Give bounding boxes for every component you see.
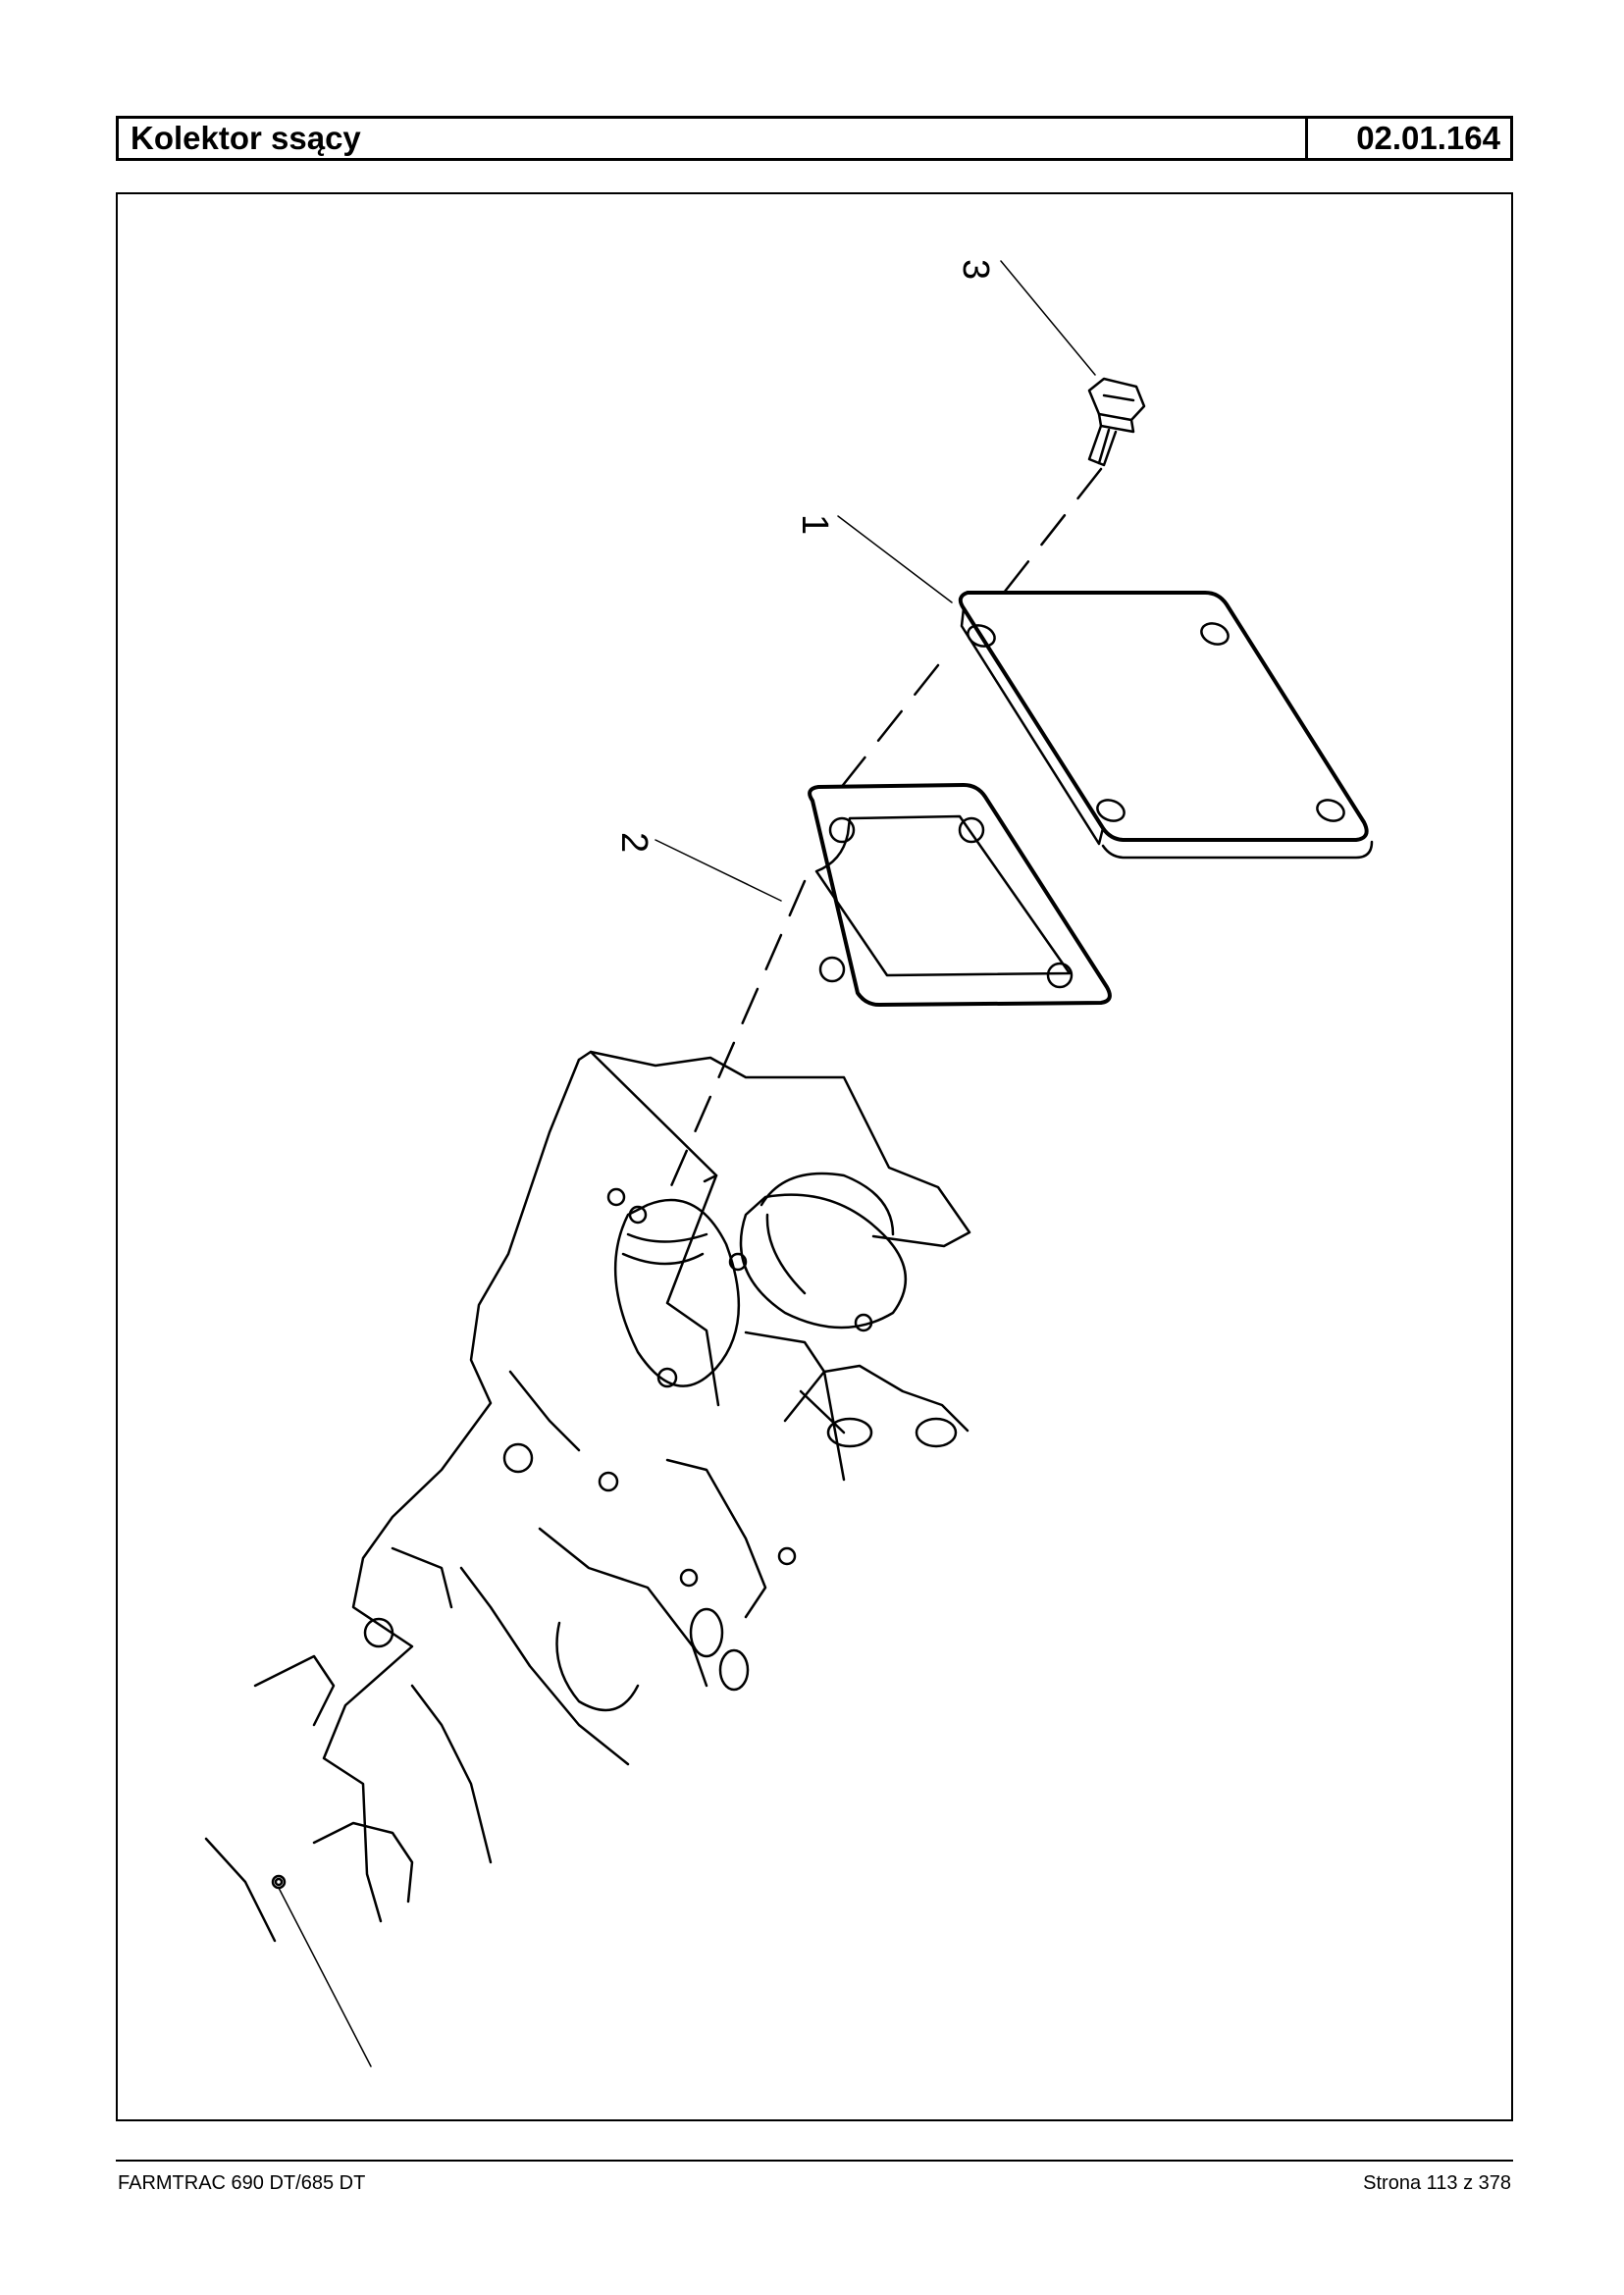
footer-page-number: Strona 113 z 378: [1363, 2172, 1511, 2194]
assembly-centerline: [665, 467, 1103, 1197]
leader-lines: [278, 260, 1096, 2067]
section-title: Kolektor ssący: [119, 119, 1308, 158]
section-code: 02.01.164: [1356, 120, 1500, 156]
page-header: Kolektor ssący 02.01.164: [116, 116, 1513, 161]
drawing-canvas: 3 1 2: [204, 259, 1374, 2067]
footer-model: FARMTRAC 690 DT/685 DT: [118, 2172, 366, 2194]
intake-manifold-body: [204, 1050, 971, 1943]
footer-divider: [116, 2160, 1513, 2162]
callout-2: 2: [613, 832, 655, 853]
bolt-part: [1087, 377, 1146, 467]
callout-3: 3: [955, 259, 996, 280]
callout-1: 1: [794, 514, 835, 535]
cover-plate-part: [958, 591, 1374, 860]
exploded-view-drawing: 3 1 2: [116, 192, 1513, 2121]
gasket-part: [808, 783, 1112, 1007]
